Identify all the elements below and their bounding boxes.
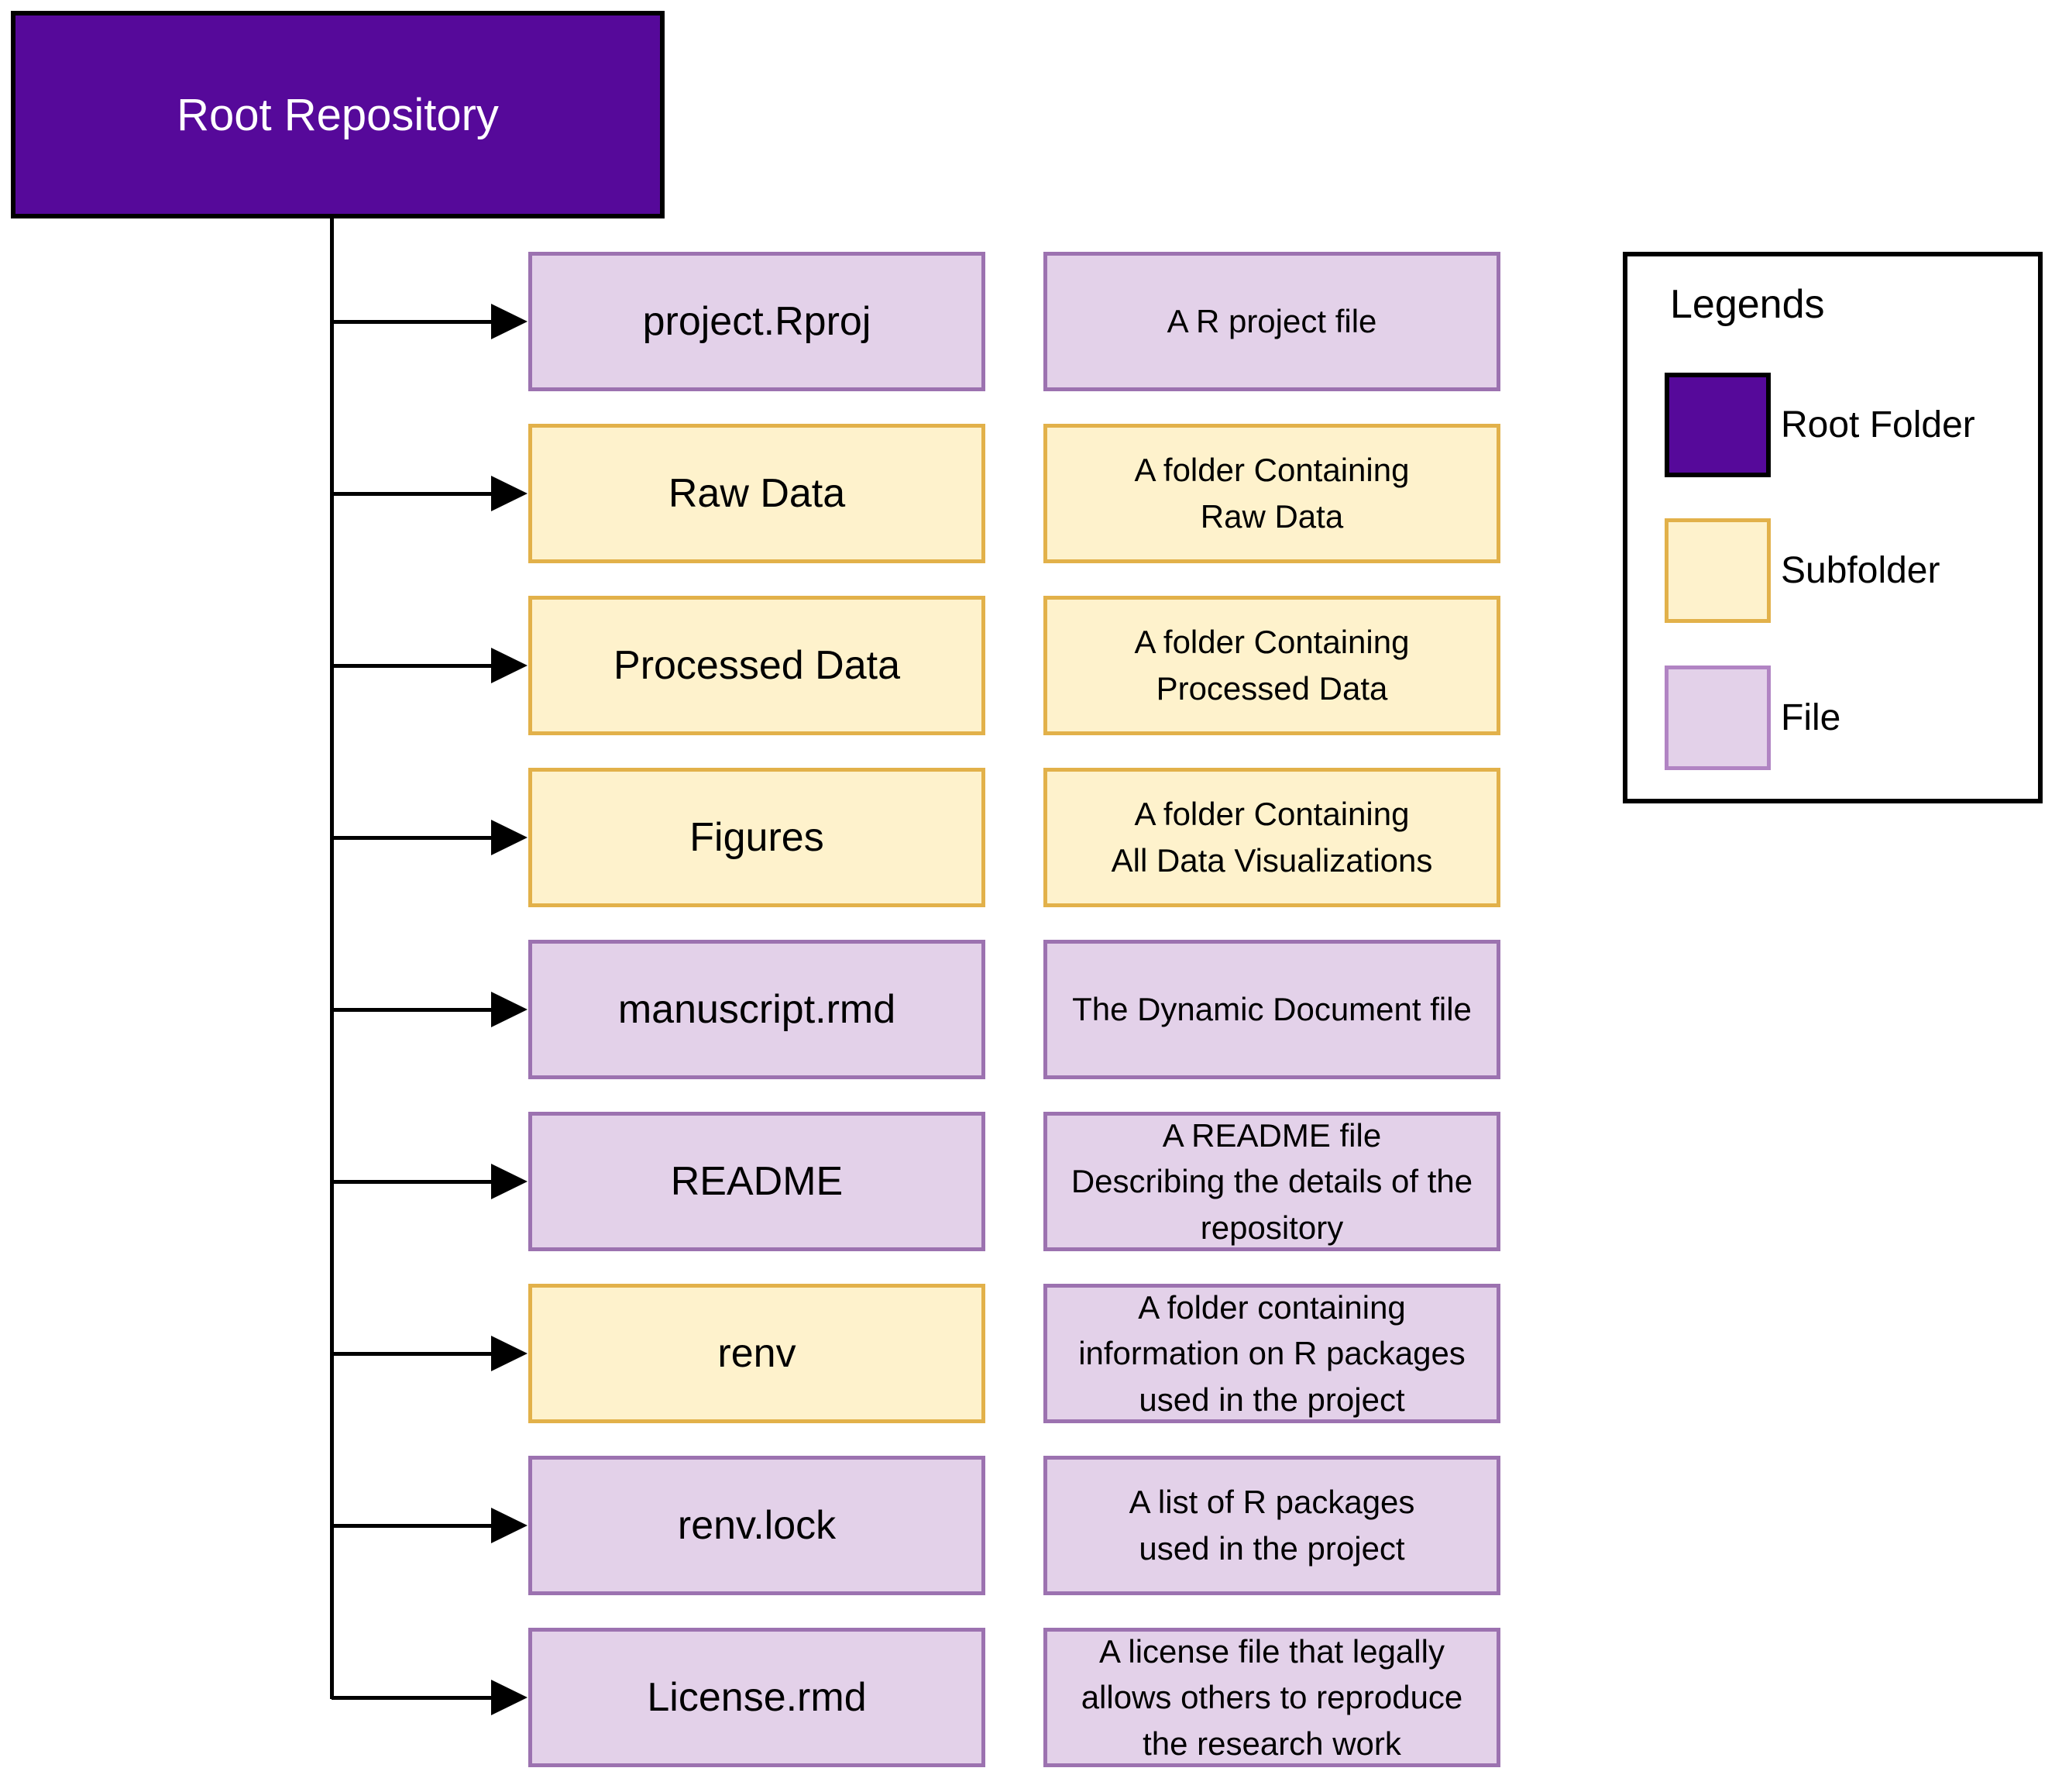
node-license-rmd: License.rmd bbox=[528, 1628, 985, 1767]
description-text: A list of R packages used in the project bbox=[1129, 1484, 1415, 1567]
node-manuscript-rmd: manuscript.rmd bbox=[528, 940, 985, 1079]
arrowhead-icon bbox=[491, 992, 528, 1027]
arrowhead-icon bbox=[491, 1508, 528, 1543]
legend-item-file: File bbox=[1627, 666, 2047, 770]
node-label: renv.lock bbox=[677, 1503, 837, 1548]
description-text: A README file Describing the details of … bbox=[1071, 1116, 1473, 1246]
arrowhead-icon bbox=[491, 820, 528, 855]
branch-connector-line bbox=[332, 320, 492, 324]
root-repository-label: Root Repository bbox=[177, 89, 499, 140]
root-repository-node: Root Repository bbox=[11, 11, 665, 218]
node-renv: renv bbox=[528, 1284, 985, 1423]
node-label: License.rmd bbox=[647, 1675, 867, 1720]
description-license-rmd: A license file that legally allows other… bbox=[1043, 1628, 1500, 1767]
legend-panel: Legends Root Folder Subfolder File bbox=[1623, 252, 2043, 803]
branch-connector-line bbox=[332, 1696, 492, 1700]
legend-label-subfolder: Subfolder bbox=[1781, 550, 1940, 591]
arrowhead-icon bbox=[491, 648, 528, 683]
arrowhead-icon bbox=[491, 1680, 528, 1715]
legend-label-root-folder: Root Folder bbox=[1781, 404, 1975, 445]
description-text: A license file that legally allows other… bbox=[1081, 1632, 1463, 1762]
arrowhead-icon bbox=[491, 1336, 528, 1371]
branch-connector-line bbox=[332, 1008, 492, 1012]
branch-connector-line bbox=[332, 836, 492, 840]
node-label: Figures bbox=[689, 815, 824, 860]
branch-connector-line bbox=[332, 1180, 492, 1184]
description-text: A folder Containing Raw Data bbox=[1134, 452, 1410, 535]
arrowhead-icon bbox=[491, 1164, 528, 1199]
description-text: The Dynamic Document file bbox=[1072, 991, 1472, 1028]
description-manuscript-rmd: The Dynamic Document file bbox=[1043, 940, 1500, 1079]
description-readme: A README file Describing the details of … bbox=[1043, 1112, 1500, 1251]
description-text: A folder containing information on R pac… bbox=[1078, 1288, 1466, 1418]
diagram-row: manuscript.rmd The Dynamic Document file bbox=[0, 940, 2062, 1079]
node-label: Raw Data bbox=[668, 471, 846, 516]
diagram-row: README A README file Describing the deta… bbox=[0, 1112, 2062, 1251]
diagram-row: License.rmd A license file that legally … bbox=[0, 1628, 2062, 1767]
diagram-row: renv A folder containing information on … bbox=[0, 1284, 2062, 1423]
node-label: project.Rproj bbox=[642, 299, 871, 344]
node-readme: README bbox=[528, 1112, 985, 1251]
description-text: A folder Containing All Data Visualizati… bbox=[1111, 796, 1433, 879]
node-label: renv bbox=[717, 1331, 796, 1376]
branch-connector-line bbox=[332, 664, 492, 668]
diagram-row: Raw Data A folder Containing Raw Data bbox=[0, 424, 2062, 563]
node-raw-data: Raw Data bbox=[528, 424, 985, 563]
diagram-row: project.Rproj A R project file bbox=[0, 252, 2062, 391]
description-figures: A folder Containing All Data Visualizati… bbox=[1043, 768, 1500, 907]
legend-swatch-file bbox=[1665, 666, 1771, 770]
node-project-rproj: project.Rproj bbox=[528, 252, 985, 391]
node-label: Processed Data bbox=[613, 643, 900, 688]
node-label: manuscript.rmd bbox=[617, 987, 896, 1032]
arrowhead-icon bbox=[491, 476, 528, 511]
diagram-row: renv.lock A list of R packages used in t… bbox=[0, 1456, 2062, 1595]
description-text: A R project file bbox=[1167, 303, 1377, 340]
legend-swatch-root-folder bbox=[1665, 373, 1771, 477]
description-renv: A folder containing information on R pac… bbox=[1043, 1284, 1500, 1423]
legend-swatch-subfolder bbox=[1665, 518, 1771, 623]
branch-connector-line bbox=[332, 1352, 492, 1356]
legend-item-root-folder: Root Folder bbox=[1627, 373, 2047, 477]
branch-connector-line bbox=[332, 1524, 492, 1528]
node-renv-lock: renv.lock bbox=[528, 1456, 985, 1595]
description-renv-lock: A list of R packages used in the project bbox=[1043, 1456, 1500, 1595]
legend-title: Legends bbox=[1670, 282, 1825, 327]
description-text: A folder Containing Processed Data bbox=[1134, 624, 1410, 707]
arrowhead-icon bbox=[491, 304, 528, 339]
description-processed-data: A folder Containing Processed Data bbox=[1043, 596, 1500, 735]
trunk-connector-line bbox=[330, 218, 334, 1699]
description-raw-data: A folder Containing Raw Data bbox=[1043, 424, 1500, 563]
diagram-row: Processed Data A folder Containing Proce… bbox=[0, 596, 2062, 735]
node-label: README bbox=[670, 1159, 844, 1204]
node-figures: Figures bbox=[528, 768, 985, 907]
branch-connector-line bbox=[332, 492, 492, 496]
diagram-row: Figures A folder Containing All Data Vis… bbox=[0, 768, 2062, 907]
node-processed-data: Processed Data bbox=[528, 596, 985, 735]
description-project-rproj: A R project file bbox=[1043, 252, 1500, 391]
legend-item-subfolder: Subfolder bbox=[1627, 518, 2047, 623]
legend-label-file: File bbox=[1781, 697, 1841, 738]
